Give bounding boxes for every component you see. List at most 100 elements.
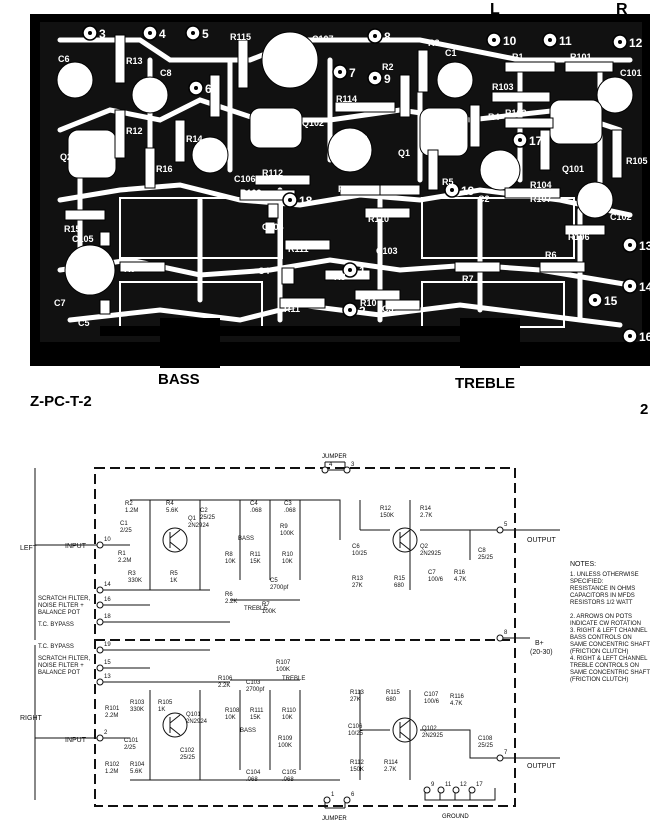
tc-bypass-label-bottom: T.C. BYPASS (38, 644, 74, 650)
top-part-ref: R2 (125, 501, 133, 507)
pcb-pad-number: 18 (299, 194, 313, 208)
top-part-ref: C1 (120, 521, 128, 527)
transistor-q101 (549, 99, 603, 145)
schematic-terminal-number: 10 (104, 537, 111, 543)
top-channel-wiring (100, 499, 500, 623)
pcb-pad-hole (338, 70, 342, 74)
resistor-r105 (611, 129, 623, 179)
top-part-value: 10K (225, 559, 236, 565)
top-part-value: .068 (284, 508, 296, 514)
pcb-pad-hole (548, 38, 552, 42)
pcb-component-label: C2 (478, 194, 490, 204)
capacitor-c108 (327, 127, 373, 173)
pcb-pad-hole (191, 31, 195, 35)
resistor-r1 (504, 61, 556, 73)
b-plus-label: B+ (535, 640, 544, 647)
resistor-r114 (334, 101, 396, 113)
pcb-component-label: C8 (160, 68, 172, 78)
resistor-r116 (379, 184, 421, 196)
top-part-value: .068 (250, 508, 262, 514)
schematic-terminal (96, 541, 104, 549)
pcb-component-label: C102 (610, 212, 632, 222)
resistor-r107 (504, 187, 561, 199)
bottom-part-ref: C103 (246, 680, 261, 686)
pcb-component-label: R15 (64, 224, 81, 234)
scratch-filter-label-top-3: BALANCE POT (38, 610, 80, 616)
top-part-ref: R14 (420, 506, 432, 512)
pcb-pad-number: 16 (639, 330, 653, 344)
top-part-ref: C3 (284, 501, 292, 507)
left-channel-label: LEFT (20, 545, 38, 552)
resistor-r101 (564, 61, 614, 73)
bottom-part-value: 4.7K (450, 701, 462, 707)
top-part-value: 100K (280, 531, 294, 537)
pcb-component-label: C101 (620, 68, 642, 78)
schematic-terminal (96, 586, 104, 594)
pcb-component-label: R112 (262, 168, 283, 178)
top-part-value: 100/6 (428, 577, 444, 583)
bottom-part-ref: C102 (180, 748, 195, 754)
top-part-ref: R7 (262, 602, 270, 608)
pcb-pad-hole (628, 243, 632, 247)
top-part-value: 330K (128, 578, 142, 584)
bottom-part-ref: C107 (424, 692, 439, 698)
bottom-part-ref: R107 (276, 660, 291, 666)
schematic-terminal-number: 3 (351, 462, 355, 468)
pcb-component-label: Q1 (398, 148, 410, 158)
schematic-terminal-number: 8 (504, 630, 508, 636)
bottom-part-ref: R103 (130, 700, 145, 706)
top-part-ref: C5 (270, 578, 278, 584)
pcb-pad-hole (628, 284, 632, 288)
transistor-q101-symbol (162, 712, 188, 738)
scratch-filter-label-top-1: SCRATCH FILTER, (38, 596, 90, 602)
top-part-ref: C7 (428, 570, 436, 576)
schematic-notes: NOTES: 1. UNLESS OTHERWISESPECIFIED:RESI… (570, 561, 650, 683)
right-output-label: OUTPUT (527, 763, 557, 770)
schematic: JUMPER JUMPER GROUND LEFT RIGHT INPUT IN… (20, 454, 560, 822)
schematic-terminal (343, 796, 351, 804)
transistor-q102-symbol (392, 717, 418, 743)
bottom-part-value: 10K (225, 715, 236, 721)
bottom-part-ref: R113 (350, 690, 365, 696)
schematic-terminal-number: 17 (476, 782, 483, 788)
schematic-terminal (496, 634, 504, 642)
bottom-part-value: 100/6 (424, 699, 440, 705)
schematic-terminal (96, 601, 104, 609)
note-line: RESISTANCE IN OHMS (570, 586, 635, 592)
pcb-component-label: R6 (545, 250, 557, 260)
schematic-bass-label: BASS (238, 536, 254, 542)
note-line: 3. RIGHT & LEFT CHANNEL (570, 628, 648, 634)
pcb-pad-number: 7 (349, 66, 356, 80)
top-part-ref: C2 (200, 508, 208, 514)
pcb-component-label: R16 (156, 164, 173, 174)
schematic-terminal-number: 5 (504, 522, 508, 528)
bottom-part-value: 2N2925 (422, 733, 444, 739)
bottom-part-value: 2/25 (124, 745, 136, 751)
pcb-pad-number: 1 (359, 264, 366, 278)
left-input-label: INPUT (65, 543, 87, 550)
pcb-pad-number: 8 (384, 30, 391, 44)
schematic-terminal (452, 786, 460, 794)
bottom-part-ref: Q102 (422, 726, 437, 732)
notes-title: NOTES: (570, 561, 596, 568)
schematic-terminal (96, 646, 104, 654)
note-line: CAPACITORS IN MFDS (570, 593, 635, 599)
tc-bypass-label-top: T.C. BYPASS (38, 622, 74, 628)
pcb-component-label: Q102 (302, 118, 324, 128)
bottom-part-ref: R105 (158, 700, 173, 706)
bottom-part-ref: R106 (218, 676, 233, 682)
top-part-value: 680 (394, 583, 405, 589)
pcb-label-group: R1R2R3R4R5R6R7R8R9R10R11R12R13R14R15R16R… (54, 32, 648, 328)
note-line: INDICATE CW ROTATION (570, 621, 641, 627)
pcb-component-label: R7 (462, 274, 474, 284)
pcb-component-label: R4 (488, 112, 500, 122)
bottom-part-value: 2N2924 (186, 719, 208, 725)
top-part-ref: R5 (170, 571, 178, 577)
bottom-part-ref: R111 (250, 708, 264, 714)
schematic-terminal-number: 11 (445, 782, 452, 788)
schematic-terminal-number: 12 (460, 782, 467, 788)
top-part-value: 2N2924 (188, 523, 210, 529)
right-input-label: INPUT (65, 737, 87, 744)
pcb-component-label: C3 (382, 304, 394, 314)
resistor-r104 (539, 129, 551, 171)
